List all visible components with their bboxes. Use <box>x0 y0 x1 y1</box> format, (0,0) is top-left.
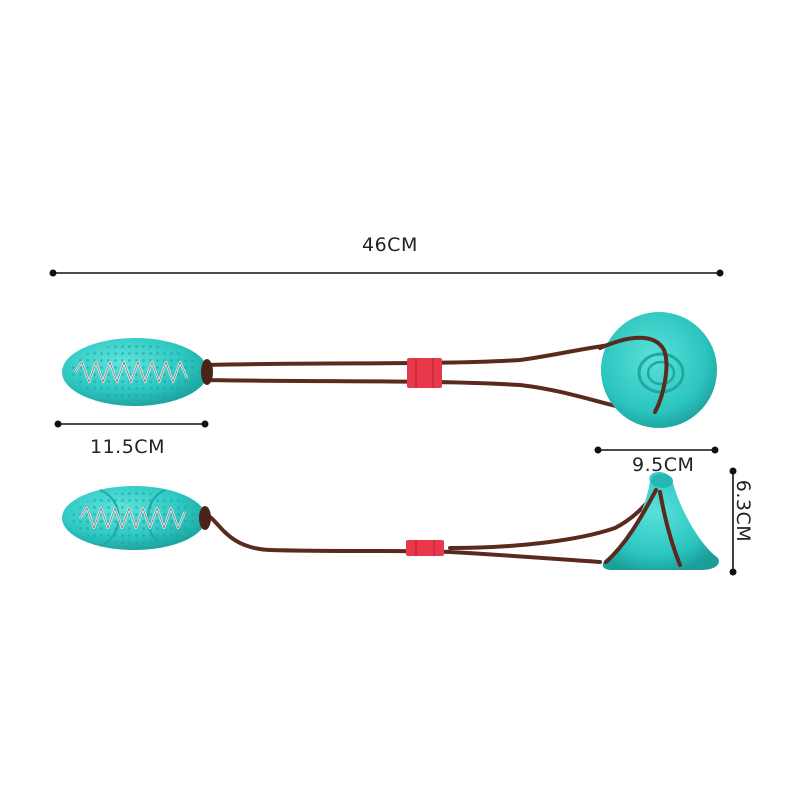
ball-top <box>62 338 213 406</box>
cup-height-label: 6.3CM <box>732 479 755 543</box>
ball-bottom <box>62 486 211 550</box>
rope-clip-bottom <box>406 540 444 556</box>
total-length-dimension-line <box>49 269 724 277</box>
cup-width-label: 9.5CM <box>632 454 695 476</box>
suction-cup-bottom <box>602 471 719 570</box>
ball-length-dimension-line <box>54 420 209 428</box>
total-length-label: 46CM <box>362 234 418 256</box>
cup-height-dimension-line <box>729 467 737 576</box>
toy-side-view <box>62 471 719 570</box>
ball-length-label: 11.5CM <box>90 436 165 458</box>
rope-clip-top <box>407 358 442 388</box>
cup-width-dimension-line <box>594 446 719 454</box>
toy-top-view <box>62 312 717 428</box>
suction-cup-top <box>601 312 717 428</box>
